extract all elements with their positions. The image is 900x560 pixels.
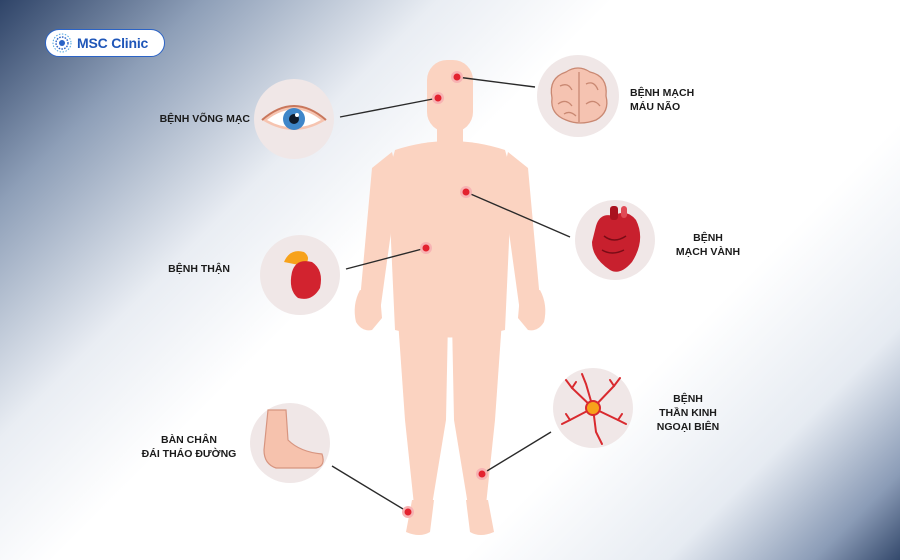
brain-illustration (537, 55, 619, 137)
brain-icon (550, 67, 608, 124)
marker-eye (432, 92, 444, 104)
label-nerve: BỆNH THẦN KINH NGOẠI BIÊN (656, 393, 720, 433)
neuron-icon (561, 373, 627, 445)
marker-chest (460, 186, 472, 198)
marker-kidney (420, 242, 432, 254)
body-markers (402, 71, 488, 518)
connector-foot (331, 465, 409, 513)
marker-head-top (451, 71, 463, 83)
connector-lines (331, 76, 571, 513)
eye-icon (261, 105, 327, 130)
nerve-illustration (553, 368, 633, 448)
connector-nerve (481, 431, 552, 475)
human-body-silhouette (354, 60, 546, 535)
foot-icon (263, 409, 324, 469)
label-retina: BỆNH VÕNG MẠC (159, 113, 250, 125)
marker-ankle (476, 468, 488, 480)
msc-clinic-logo: MSC Clinic (45, 29, 165, 57)
label-foot: BÀN CHÂN ĐÁI THÁO ĐƯỜNG (141, 434, 237, 460)
kidney-illustration (260, 235, 340, 315)
label-kidney: BỆNH THẬN (168, 263, 230, 275)
label-brain: BỆNH MẠCH MÁU NÃO (630, 87, 695, 113)
logo-dots-icon (52, 33, 72, 53)
foot-illustration (250, 403, 330, 483)
heart-illustration (575, 200, 655, 280)
connector-heart (465, 191, 571, 238)
connector-kidney (345, 247, 427, 270)
connector-retina (339, 97, 439, 118)
heart-icon (592, 206, 641, 272)
retina-illustration (254, 79, 334, 159)
logo-text: MSC Clinic (77, 35, 149, 51)
marker-foot (402, 506, 414, 518)
label-heart: BỆNH MẠCH VÀNH (675, 232, 741, 258)
kidney-icon (284, 251, 321, 299)
connector-brain (456, 76, 536, 88)
